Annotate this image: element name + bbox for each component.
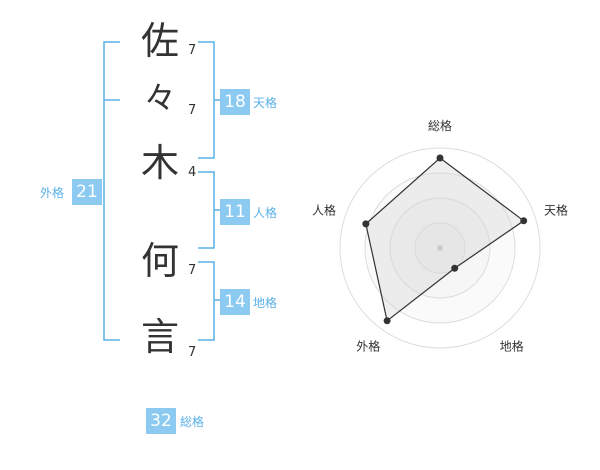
stroke-count-4: 7	[188, 263, 197, 278]
radar-axis-label-3: 地格	[500, 339, 524, 354]
jinkaku-label: 人格	[253, 206, 278, 220]
radar-series-polygon	[365, 157, 525, 322]
name-char-1: 佐	[140, 19, 179, 63]
radar-axis-label-5: 人格	[312, 202, 336, 217]
name-char-2: 々	[143, 79, 176, 117]
radar-point-5	[362, 220, 370, 228]
gaikaku-badge: 21	[72, 179, 102, 205]
stroke-count-3: 4	[188, 165, 197, 180]
tenkaku-label: 天格	[253, 96, 278, 110]
stroke-count-5: 7	[188, 345, 197, 360]
name-char-3: 木	[140, 141, 179, 185]
soukaku-label: 総格	[180, 415, 205, 429]
radar-axis-label-2: 天格	[544, 202, 568, 217]
chikaku-badge: 14	[220, 289, 250, 315]
name-char-4: 何	[140, 239, 179, 283]
soukaku-badge: 32	[146, 408, 176, 434]
radar-point-4	[383, 317, 391, 325]
radar-axis-label-1: 総格	[428, 118, 452, 133]
name-char-5: 言	[140, 315, 179, 359]
radar-point-2	[520, 217, 528, 225]
radar-point-3	[451, 264, 459, 272]
radar-point-1	[436, 154, 444, 162]
tenkaku-badge: 18	[220, 89, 250, 115]
gaikaku-label: 外格	[40, 186, 65, 200]
jinkaku-badge: 11	[220, 199, 250, 225]
stroke-count-2: 7	[188, 103, 197, 118]
radar-center-dot	[437, 245, 443, 251]
radar-axis-label-4: 外格	[356, 339, 380, 354]
stroke-count-1: 7	[188, 43, 197, 58]
chikaku-label: 地格	[253, 296, 278, 310]
